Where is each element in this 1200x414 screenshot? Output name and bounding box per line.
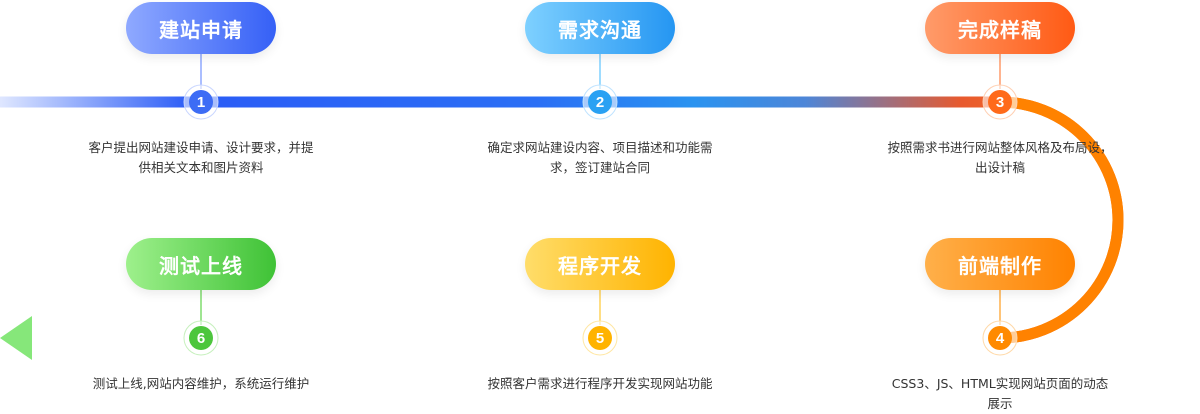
step-marker-6: 6: [183, 320, 219, 356]
arrow-head-icon: [0, 316, 32, 360]
step-number-3: 3: [996, 94, 1004, 111]
step-marker-2: 2: [582, 84, 618, 120]
step-description-3-line1: 按照需求书进行网站整体风格及布局设，: [887, 140, 1113, 155]
step-marker-4: 4: [982, 320, 1018, 356]
step-title-2: 需求沟通: [525, 2, 675, 54]
step-number-6: 6: [197, 330, 205, 347]
step-description-4-line2: 展示: [987, 396, 1013, 411]
step-description-4: CSS3、JS、HTML实现网站页面的动态 展示: [850, 374, 1150, 414]
step-description-1-line1: 客户提出网站建设申请、设计要求，并提: [88, 140, 314, 155]
step-title-4: 前端制作: [925, 238, 1075, 290]
step-description-3: 按照需求书进行网站整体风格及布局设， 出设计稿: [850, 138, 1150, 178]
step-marker-5: 5: [582, 320, 618, 356]
step-title-6: 测试上线: [126, 238, 276, 290]
step-number-1: 1: [197, 94, 205, 111]
step-description-1-line2: 供相关文本和图片资料: [138, 160, 264, 175]
step-description-2: 确定求网站建设内容、项目描述和功能需 求，签订建站合同: [450, 138, 750, 178]
step-number-5: 5: [596, 330, 604, 347]
step-title-3: 完成样稿: [925, 2, 1075, 54]
step-connectors: [200, 52, 1001, 325]
step-description-3-line2: 出设计稿: [974, 160, 1025, 175]
step-title-5: 程序开发: [525, 238, 675, 290]
step-description-2-line1: 确定求网站建设内容、项目描述和功能需: [487, 140, 713, 155]
step-number-4: 4: [996, 330, 1005, 347]
step-description-1: 客户提出网站建设申请、设计要求，并提 供相关文本和图片资料: [51, 138, 351, 178]
step-marker-3: 3: [982, 84, 1018, 120]
step-description-6: 测试上线,网站内容维护，系统运行维护: [51, 374, 351, 394]
step-description-6-line1: 测试上线,网站内容维护，系统运行维护: [92, 376, 310, 391]
curve-track: [999, 96, 1124, 344]
step-marker-1: 1: [183, 84, 219, 120]
step-number-2: 2: [596, 94, 604, 111]
step-description-2-line2: 求，签订建站合同: [549, 160, 650, 175]
step-description-4-line1: CSS3、JS、HTML实现网站页面的动态: [891, 376, 1109, 391]
step-description-5-line1: 按照客户需求进行程序开发实现网站功能: [487, 376, 713, 391]
step-description-5: 按照客户需求进行程序开发实现网站功能: [450, 374, 750, 394]
step-title-1: 建站申请: [126, 2, 276, 54]
